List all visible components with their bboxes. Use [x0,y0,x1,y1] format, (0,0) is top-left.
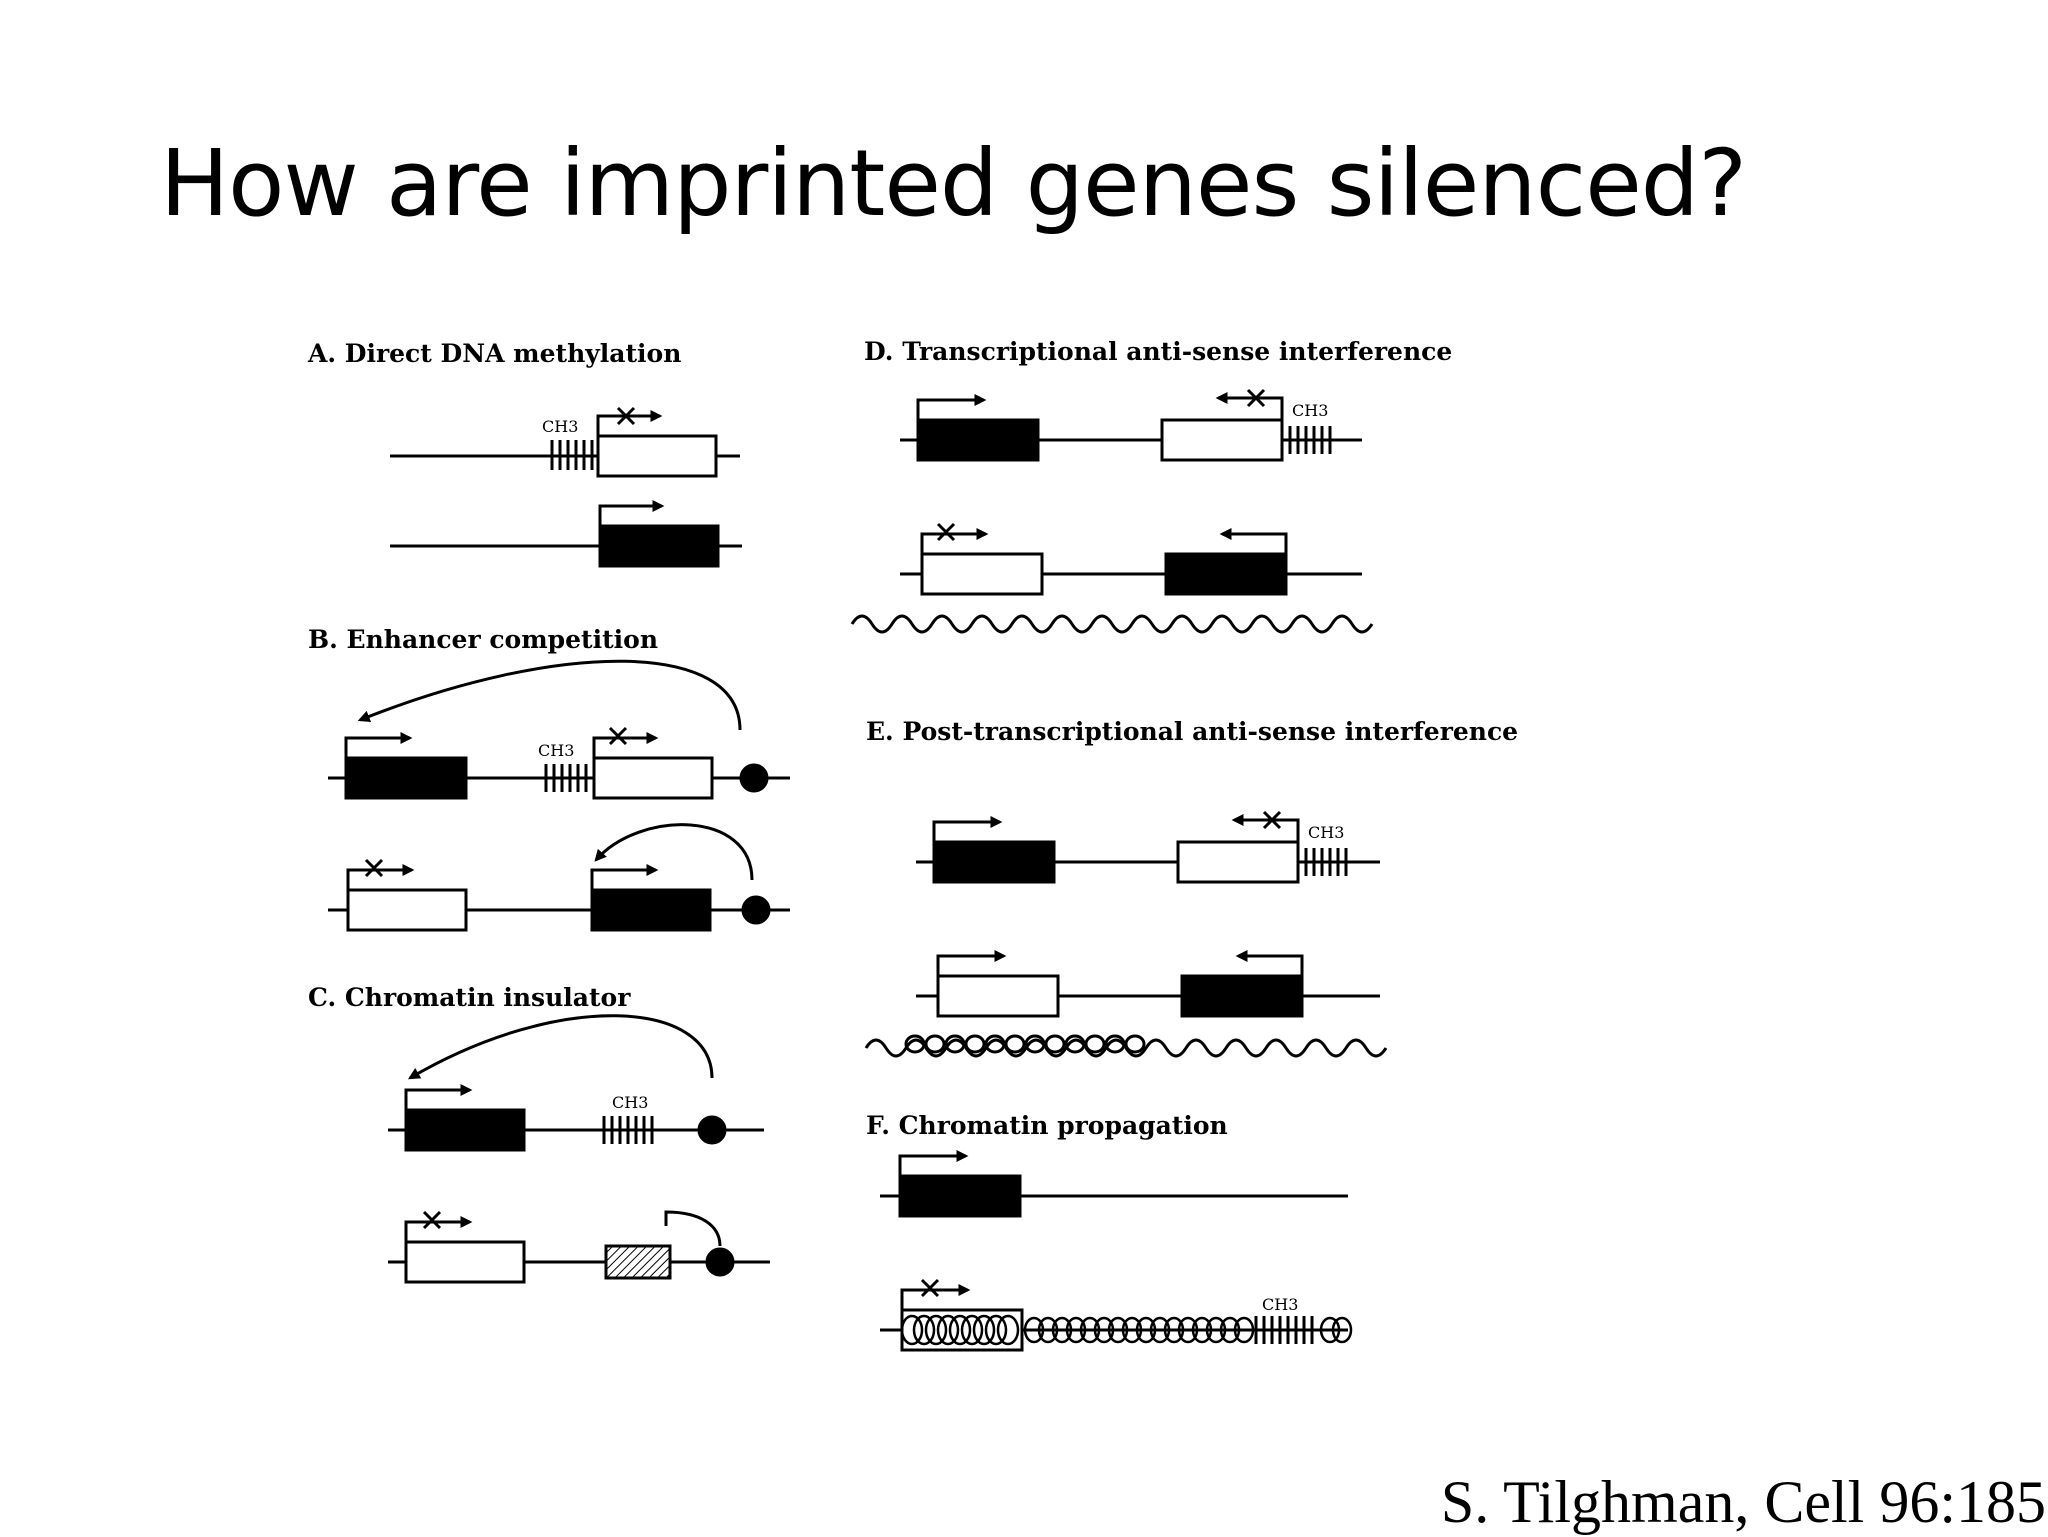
silenced-gene-box [596,434,718,478]
ch3-label: CH3 [542,417,578,436]
block-x-icon [364,858,384,878]
active-gene-box [404,1108,526,1152]
promoter-arrow-blocked [346,864,415,890]
panel-f: F. Chromatin propagation [866,1111,1353,1352]
methylation-ticks [550,440,594,470]
block-x-icon [936,522,956,542]
block-x-icon [1246,388,1266,408]
active-gene-box [344,756,468,800]
methylation-ticks [544,764,588,792]
block-x-icon [422,1210,442,1230]
promoter-arrow-active [404,1084,473,1110]
enhancer-dot [705,1247,735,1277]
enhancer-dot [741,895,771,925]
active-antisense-box [1180,974,1304,1018]
silenced-antisense-box [1176,840,1300,884]
methylation-ticks [1254,1316,1314,1344]
enhancer-loop-arrow [357,659,742,731]
ch3-label: CH3 [538,741,574,760]
active-gene-box [898,1174,1022,1218]
active-antisense-box [1164,552,1288,596]
sense-gene-box [936,974,1060,1018]
panel-d-label: D. Transcriptional anti-sense interferen… [864,337,1452,366]
enhancer-loop-arrow [407,1014,714,1080]
block-x-icon [616,406,636,426]
ch3-label: CH3 [1262,1295,1298,1314]
silenced-gene-box [592,756,714,800]
promoter-arrow-active [598,500,665,526]
enhancer-dot [697,1115,727,1145]
silenced-antisense-box [1160,418,1284,462]
panel-e: E. Post-transcriptional anti-sense inter… [864,717,1518,1058]
ch3-label: CH3 [612,1093,648,1112]
silenced-gene-box [920,552,1044,596]
silenced-gene-box [404,1240,526,1284]
panel-a-label: A. Direct DNA methylation [307,339,681,368]
promoter-arrow-active [898,1150,969,1176]
enhancer-loop-arrow [594,823,754,881]
promoter-arrow-active [344,732,413,758]
panel-e-label: E. Post-transcriptional anti-sense inter… [866,717,1518,746]
active-gene-box [590,888,712,932]
panel-c-label: C. Chromatin insulator [308,983,631,1012]
promoter-arrow-blocked [920,528,989,554]
antisense-promoter-arrow-blocked [1231,814,1300,842]
antisense-promoter-arrow-blocked [1215,392,1284,420]
ch3-label: CH3 [1292,401,1328,420]
antisense-promoter-arrow-active [1235,950,1304,976]
insulator-element [604,1244,672,1280]
promoter-arrow-active [936,950,1007,976]
slide-title: How are imprinted genes silenced? [160,130,1747,237]
ch3-label: CH3 [1308,823,1344,842]
antisense-promoter-arrow-active [1219,528,1288,554]
panel-c: C. Chromatin insulator CH3 [308,983,770,1284]
panel-b: B. Enhancer competition CH3 [308,625,790,932]
promoter-arrow-blocked [900,1284,971,1310]
antisense-transcript-wave [850,614,1374,634]
active-gene-box [932,840,1056,884]
methylation-ticks [602,1116,654,1144]
promoter-arrow-blocked [592,732,659,758]
heterochromatin-coils [900,1314,1353,1346]
active-gene-box [598,524,720,568]
methylation-ticks [1304,848,1348,876]
promoter-arrow-active [590,864,659,890]
block-x-icon [1262,810,1282,830]
panel-b-label: B. Enhancer competition [308,625,658,654]
promoter-arrow-blocked [404,1216,473,1242]
promoter-arrow-active [932,816,1003,842]
promoter-arrow-active [916,394,987,420]
enhancer-dot [739,763,769,793]
methylation-ticks [1288,426,1332,454]
duplex-transcript-coils [864,1034,1388,1058]
silenced-gene-box [346,888,468,932]
block-x-icon [920,1278,940,1298]
blocked-enhancer-arrow [664,1210,722,1247]
citation: S. Tilghman, Cell 96:185 [1440,1469,2046,1535]
panel-d: D. Transcriptional anti-sense interferen… [850,337,1452,634]
panel-f-label: F. Chromatin propagation [866,1111,1228,1140]
block-x-icon [608,726,628,746]
promoter-arrow-blocked [596,410,663,436]
panel-a: A. Direct DNA methylation CH3 [307,339,742,568]
active-gene-box [916,418,1040,462]
